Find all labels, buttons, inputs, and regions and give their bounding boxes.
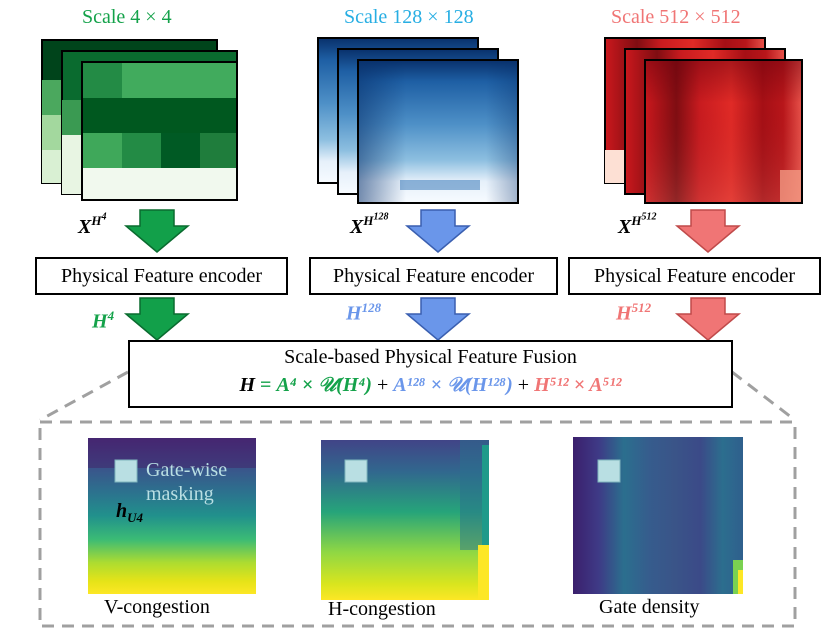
- arrow-down-green-2: [123, 297, 191, 341]
- fusion-title: Scale-based Physical Feature Fusion: [284, 346, 577, 368]
- fusion-equation: H = A⁴ × 𝒰(H⁴) + A¹²⁸ × 𝒰(H¹²⁸) + H⁵¹² ×…: [239, 374, 622, 396]
- output-label-128: H128: [346, 300, 382, 325]
- scale-title-4: Scale 4 × 4: [82, 6, 172, 28]
- input-label-4: XH4: [78, 212, 107, 238]
- caption-gate-density: Gate density: [599, 596, 700, 618]
- encoder-box-512: Physical Feature encoder: [568, 257, 821, 295]
- scale-title-128: Scale 128 × 128: [344, 6, 474, 28]
- encoder-box-128: Physical Feature encoder: [309, 257, 558, 295]
- arrow-down-blue-1: [404, 209, 472, 253]
- hu4-label: hU4: [116, 500, 144, 525]
- encoder-box-4: Physical Feature encoder: [35, 257, 288, 295]
- output-label-4: H4: [92, 308, 115, 333]
- red-feature-stack: [604, 37, 803, 204]
- arrow-down-green-1: [123, 209, 191, 253]
- gate-mask-square-2: [344, 459, 368, 483]
- arrow-down-red-2: [674, 297, 742, 341]
- v-congestion-heatmap: [88, 438, 256, 594]
- input-label-128: XH128: [350, 212, 389, 238]
- gate-wise-masking-label: Gate-wise masking: [146, 459, 228, 505]
- input-label-512: XH512: [618, 212, 657, 238]
- green-feature-stack: [41, 39, 238, 201]
- caption-v-congestion: V-congestion: [104, 596, 210, 618]
- fusion-box: Scale-based Physical Feature Fusion H = …: [128, 340, 733, 408]
- gate-mask-square-1: [114, 459, 138, 483]
- output-label-512: H512: [616, 300, 652, 325]
- blue-feature-stack: [317, 37, 519, 204]
- caption-h-congestion: H-congestion: [328, 598, 436, 620]
- gate-mask-square-3: [597, 459, 621, 483]
- arrow-down-blue-2: [404, 297, 472, 341]
- zoom-line-right: [731, 370, 796, 422]
- arrow-down-red-1: [674, 209, 742, 253]
- scale-title-512: Scale 512 × 512: [611, 6, 741, 28]
- zoom-line-left: [39, 370, 129, 422]
